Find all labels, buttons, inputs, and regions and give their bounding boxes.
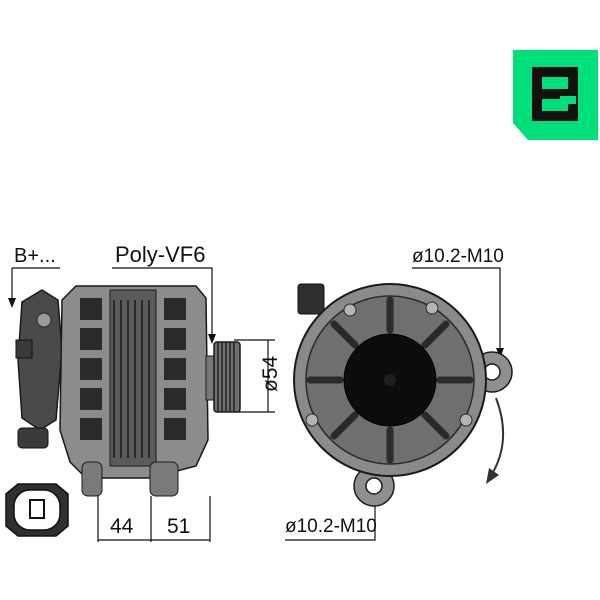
alternator-side-view bbox=[15, 285, 241, 497]
b-plus-label: B+... bbox=[14, 245, 56, 267]
rotation-arrow-icon bbox=[486, 397, 505, 484]
mount-top-label: ø10.2-M10 bbox=[412, 246, 504, 267]
plug-connector-icon bbox=[5, 483, 69, 537]
brand-logo bbox=[513, 50, 598, 140]
b-plus-arrow-icon bbox=[8, 298, 16, 308]
pulley-arrow-icon bbox=[208, 334, 216, 344]
dimension-lines bbox=[11, 267, 501, 542]
logo-letter-icon bbox=[532, 67, 578, 121]
pulley-type-label: Poly-VF6 bbox=[115, 242, 205, 267]
dim-right-label: 51 bbox=[167, 515, 190, 538]
dim-left-label: 44 bbox=[110, 515, 134, 538]
mount-bottom-label: ø10.2-M10 bbox=[285, 516, 377, 537]
alternator-front-view bbox=[293, 283, 513, 507]
pulley-diameter-label: ø54 bbox=[259, 355, 282, 392]
